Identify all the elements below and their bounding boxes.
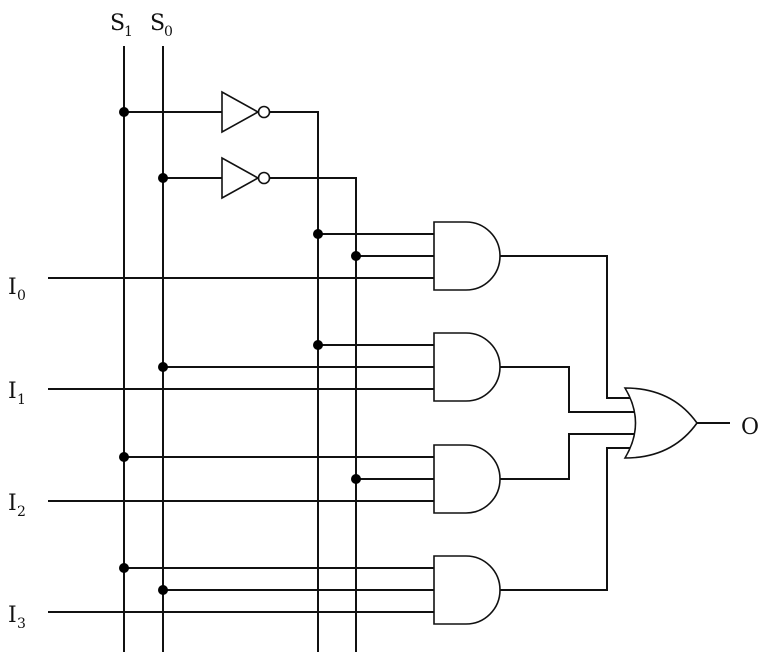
svg-text:0: 0 [164, 24, 173, 40]
and0-output-wire [500, 255, 633, 399]
input-label-i0: I 0 [8, 275, 26, 304]
junction-dot [313, 229, 323, 239]
svg-text:0: 0 [17, 288, 26, 304]
output-label: O [741, 415, 759, 440]
junction-dot [119, 107, 129, 117]
junction-dot [119, 563, 129, 573]
input-label-i1: I 1 [8, 379, 26, 408]
and-gate-3 [433, 555, 501, 625]
junction-dot [158, 585, 168, 595]
select-label-s1: S 1 [110, 11, 133, 40]
and3-output-wire [500, 447, 633, 591]
junction-dot [158, 362, 168, 372]
svg-text:S: S [110, 11, 125, 36]
junction-dot [313, 340, 323, 350]
svg-text:1: 1 [124, 24, 133, 40]
and1-output-wire [500, 366, 639, 413]
not-gate-s0 [221, 156, 271, 200]
and-gate-2 [433, 444, 501, 514]
select-label-s0: S 0 [150, 11, 173, 40]
junction-dot [119, 452, 129, 462]
junction-dot [351, 474, 361, 484]
svg-text:I: I [8, 603, 17, 628]
svg-text:S: S [150, 11, 165, 36]
junction-dot [351, 251, 361, 261]
s0-not-wire [270, 177, 357, 652]
input-label-i2: I 2 [8, 491, 26, 520]
s1-not-wire [270, 111, 319, 652]
svg-text:2: 2 [17, 504, 26, 520]
and-gate-0 [433, 221, 501, 291]
svg-text:I: I [8, 275, 17, 300]
not-gate-s1 [221, 90, 271, 134]
svg-text:1: 1 [17, 392, 26, 408]
svg-text:3: 3 [17, 616, 26, 632]
svg-text:I: I [8, 379, 17, 404]
junction-dot [158, 173, 168, 183]
svg-text:I: I [8, 491, 17, 516]
or-gate [623, 387, 698, 459]
and-gate-1 [433, 332, 501, 402]
and2-output-wire [500, 433, 639, 480]
input-label-i3: I 3 [8, 603, 26, 632]
